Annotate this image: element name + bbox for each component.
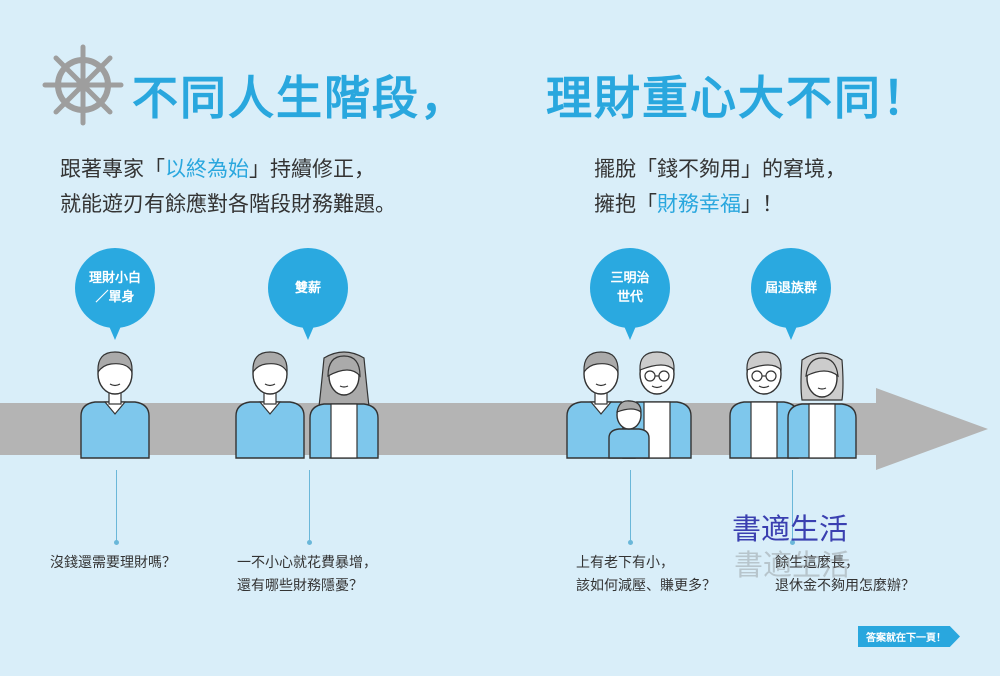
connector-dot [790,540,795,545]
stage-bubble-single: 理財小白／單身 [75,248,155,340]
watermark: 書適生活 [732,512,849,546]
retiree-woman-figure [787,352,857,459]
connector-line [630,470,631,542]
stage-bubble-sandwich: 三明治世代 [590,248,670,340]
watermark-shadow: 書適生活 [734,548,851,582]
stage-question-dual-income: 一不小心就花費暴增， 還有哪些財務隱憂？ [237,555,377,594]
connector-line [792,470,793,542]
connector-line [309,470,310,542]
intro-left-line2: 就能遊刃有餘應對各階段財務難題。 [60,192,396,216]
husband-figure [235,351,305,459]
connector-line [116,470,117,542]
intro-right: 擺脫「錢不夠用」的窘境， 擁抱「財務幸福」！ [594,152,846,222]
connector-dot [114,540,119,545]
stage-question-sandwich: 上有老下有小， 該如何減壓、賺更多？ [576,555,716,594]
single-man-figure [80,351,150,459]
stage-bubble-dual-income: 雙薪 [268,248,348,340]
connector-dot [628,540,633,545]
intro-left-line1: 跟著專家「以終為始」持續修正， [60,157,375,181]
connector-dot [307,540,312,545]
stage-question-single: 沒錢還需要理財嗎？ [50,555,176,571]
intro-right-line2: 擁抱「財務幸福」！ [594,192,783,216]
stage-question-retiring: 餘生這麼長， 退休金不夠用怎麼辦？ [775,555,915,594]
page-title-right: 理財重心大不同！ [546,71,930,125]
stage-bubble-retiring: 屆退族群 [751,248,831,340]
wife-figure [309,351,379,459]
intro-right-line1: 擺脫「錢不夠用」的窘境， [594,157,846,181]
next-page-tag[interactable]: 答案就在下一頁！ [858,626,960,647]
page-title-left: 不同人生階段， [132,71,468,125]
people-illustration [80,351,857,459]
intro-left: 跟著專家「以終為始」持續修正， 就能遊刃有餘應對各階段財務難題。 [60,152,396,222]
ship-wheel-icon [42,44,124,126]
